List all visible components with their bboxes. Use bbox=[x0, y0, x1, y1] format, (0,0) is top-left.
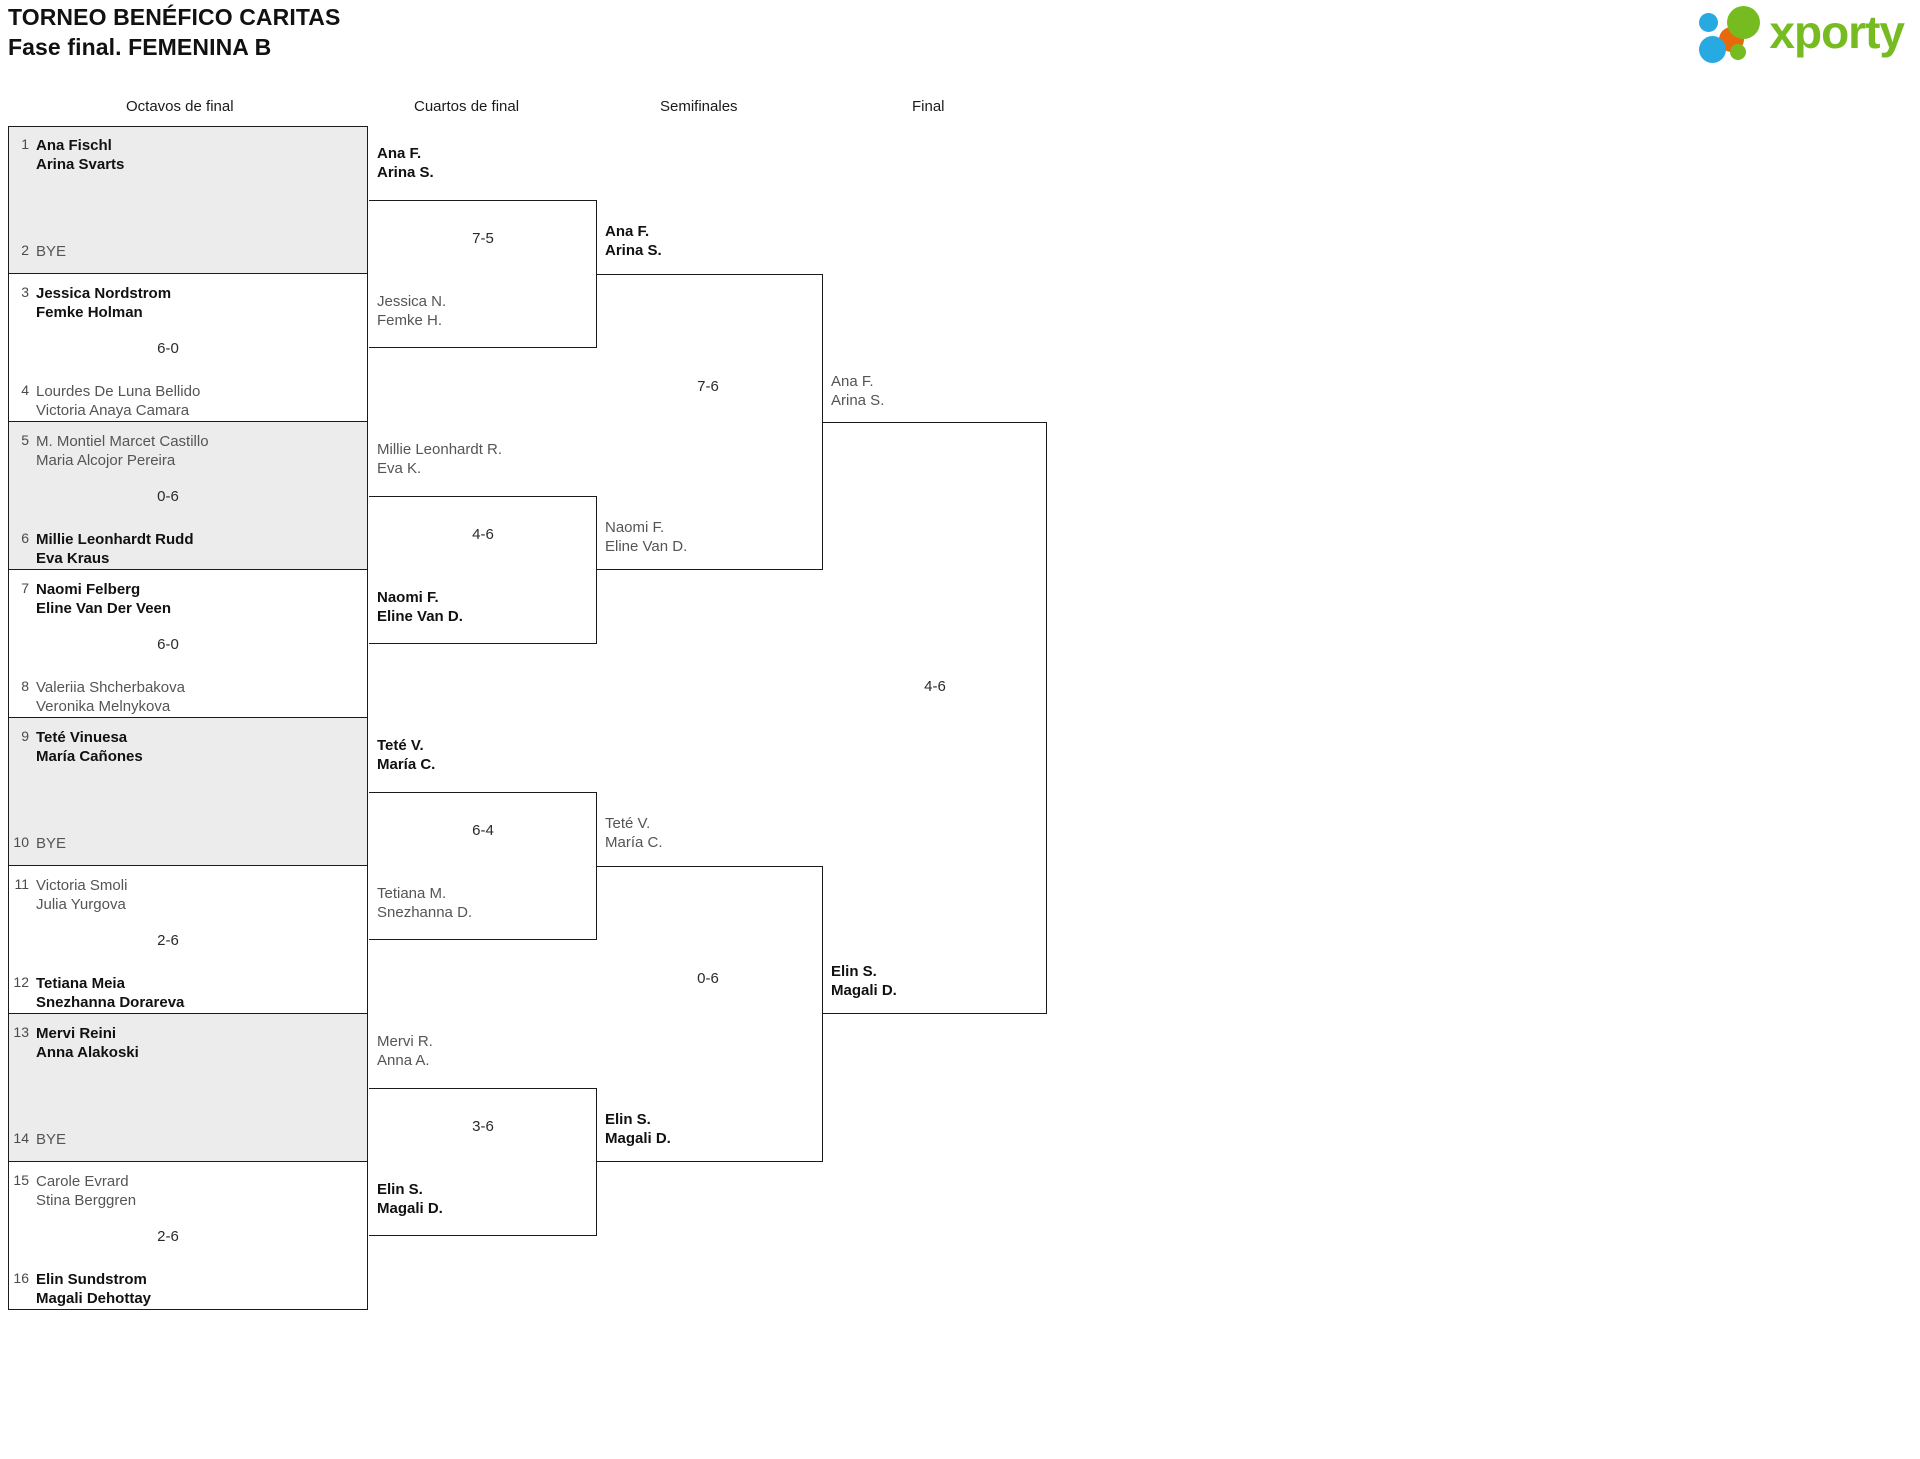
tournament-name: TORNEO BENÉFICO CARITAS bbox=[8, 4, 341, 30]
sf-score-2: 0-6 bbox=[697, 970, 719, 987]
round-header-semifinales: Semifinales bbox=[660, 98, 738, 115]
sf-entry-1[interactable]: Ana F.Arina S. bbox=[605, 223, 662, 259]
tournament-phase: Fase final. FEMENINA B bbox=[8, 34, 272, 60]
qf-entry-1[interactable]: Ana F.Arina S. bbox=[377, 145, 434, 181]
seed-number: 9 bbox=[21, 728, 29, 744]
logo-dots-icon bbox=[1699, 4, 1761, 63]
qf-connector-2 bbox=[369, 496, 597, 644]
sf-entry-3[interactable]: Teté V.María C. bbox=[605, 815, 663, 851]
qf-score-3: 6-4 bbox=[472, 822, 494, 839]
seed-number: 14 bbox=[13, 1130, 29, 1146]
player-names: BYE bbox=[36, 243, 67, 260]
seed-number: 10 bbox=[13, 834, 29, 850]
seed-number: 7 bbox=[21, 580, 29, 596]
qf-connector-4 bbox=[369, 1088, 597, 1236]
seed-number: 5 bbox=[21, 432, 29, 448]
player-names: BYE bbox=[36, 1131, 67, 1148]
qf-score-4: 3-6 bbox=[472, 1118, 494, 1135]
qf-score-2: 4-6 bbox=[472, 526, 494, 543]
round-header-cuartos: Cuartos de final bbox=[414, 98, 520, 115]
qf-entry-8[interactable]: Elin S.Magali D. bbox=[377, 1181, 443, 1217]
qf-entry-2[interactable]: Jessica N.Femke H. bbox=[377, 293, 447, 329]
tournament-title: TORNEO BENÉFICO CARITAS Fase final. FEME… bbox=[8, 2, 340, 62]
qf-entry-4[interactable]: Naomi F.Eline Van D. bbox=[377, 589, 463, 625]
seed-number: 13 bbox=[13, 1024, 29, 1040]
seed-number: 11 bbox=[14, 876, 29, 892]
seed-number: 1 bbox=[21, 136, 29, 152]
final-connector bbox=[823, 422, 1047, 1014]
r1-entry-10[interactable]: 10 BYE bbox=[8, 834, 66, 853]
logo-wordmark: xporty bbox=[1769, 6, 1905, 58]
qf-connector-1 bbox=[369, 200, 597, 348]
r1-score-8: 2-6 bbox=[157, 1228, 179, 1245]
seed-number: 8 bbox=[21, 678, 29, 694]
qf-entry-3[interactable]: Millie Leonhardt R.Eva K. bbox=[377, 441, 503, 477]
final-entry-1[interactable]: Ana F.Arina S. bbox=[831, 373, 885, 409]
xporty-logo[interactable]: xporty bbox=[1699, 4, 1905, 63]
r1-entry-14[interactable]: 14 BYE bbox=[8, 1130, 66, 1149]
qf-entry-7[interactable]: Mervi R.Anna A. bbox=[377, 1033, 433, 1069]
round-header-final: Final bbox=[912, 98, 945, 115]
r1-score-4: 6-0 bbox=[157, 636, 179, 653]
r1-entry-2[interactable]: 2 BYE bbox=[8, 242, 66, 261]
sf-connector-1 bbox=[597, 274, 823, 570]
seed-number: 6 bbox=[21, 530, 29, 546]
qf-entry-5[interactable]: Teté V.María C. bbox=[377, 737, 436, 773]
seed-number: 3 bbox=[21, 284, 29, 300]
r1-score-3: 0-6 bbox=[157, 488, 179, 505]
sf-score-1: 7-6 bbox=[697, 378, 719, 395]
qf-score-1: 7-5 bbox=[472, 230, 494, 247]
round-header-octavos: Octavos de final bbox=[126, 98, 234, 115]
r1-score-6: 2-6 bbox=[157, 932, 179, 949]
final-score: 4-6 bbox=[924, 678, 946, 695]
seed-number: 12 bbox=[13, 974, 29, 990]
qf-entry-6[interactable]: Tetiana M.Snezhanna D. bbox=[377, 885, 473, 921]
player-names: BYE bbox=[36, 835, 67, 852]
seed-number: 2 bbox=[21, 242, 29, 258]
seed-number: 15 bbox=[13, 1172, 29, 1188]
sf-connector-2 bbox=[597, 866, 823, 1162]
sf-entry-4[interactable]: Elin S.Magali D. bbox=[605, 1111, 671, 1147]
sf-entry-2[interactable]: Naomi F.Eline Van D. bbox=[605, 519, 688, 555]
seed-number: 4 bbox=[21, 382, 29, 398]
qf-connector-3 bbox=[369, 792, 597, 940]
r1-score-2: 6-0 bbox=[157, 340, 179, 357]
final-entry-2[interactable]: Elin S.Magali D. bbox=[831, 963, 897, 999]
seed-number: 16 bbox=[13, 1270, 29, 1286]
